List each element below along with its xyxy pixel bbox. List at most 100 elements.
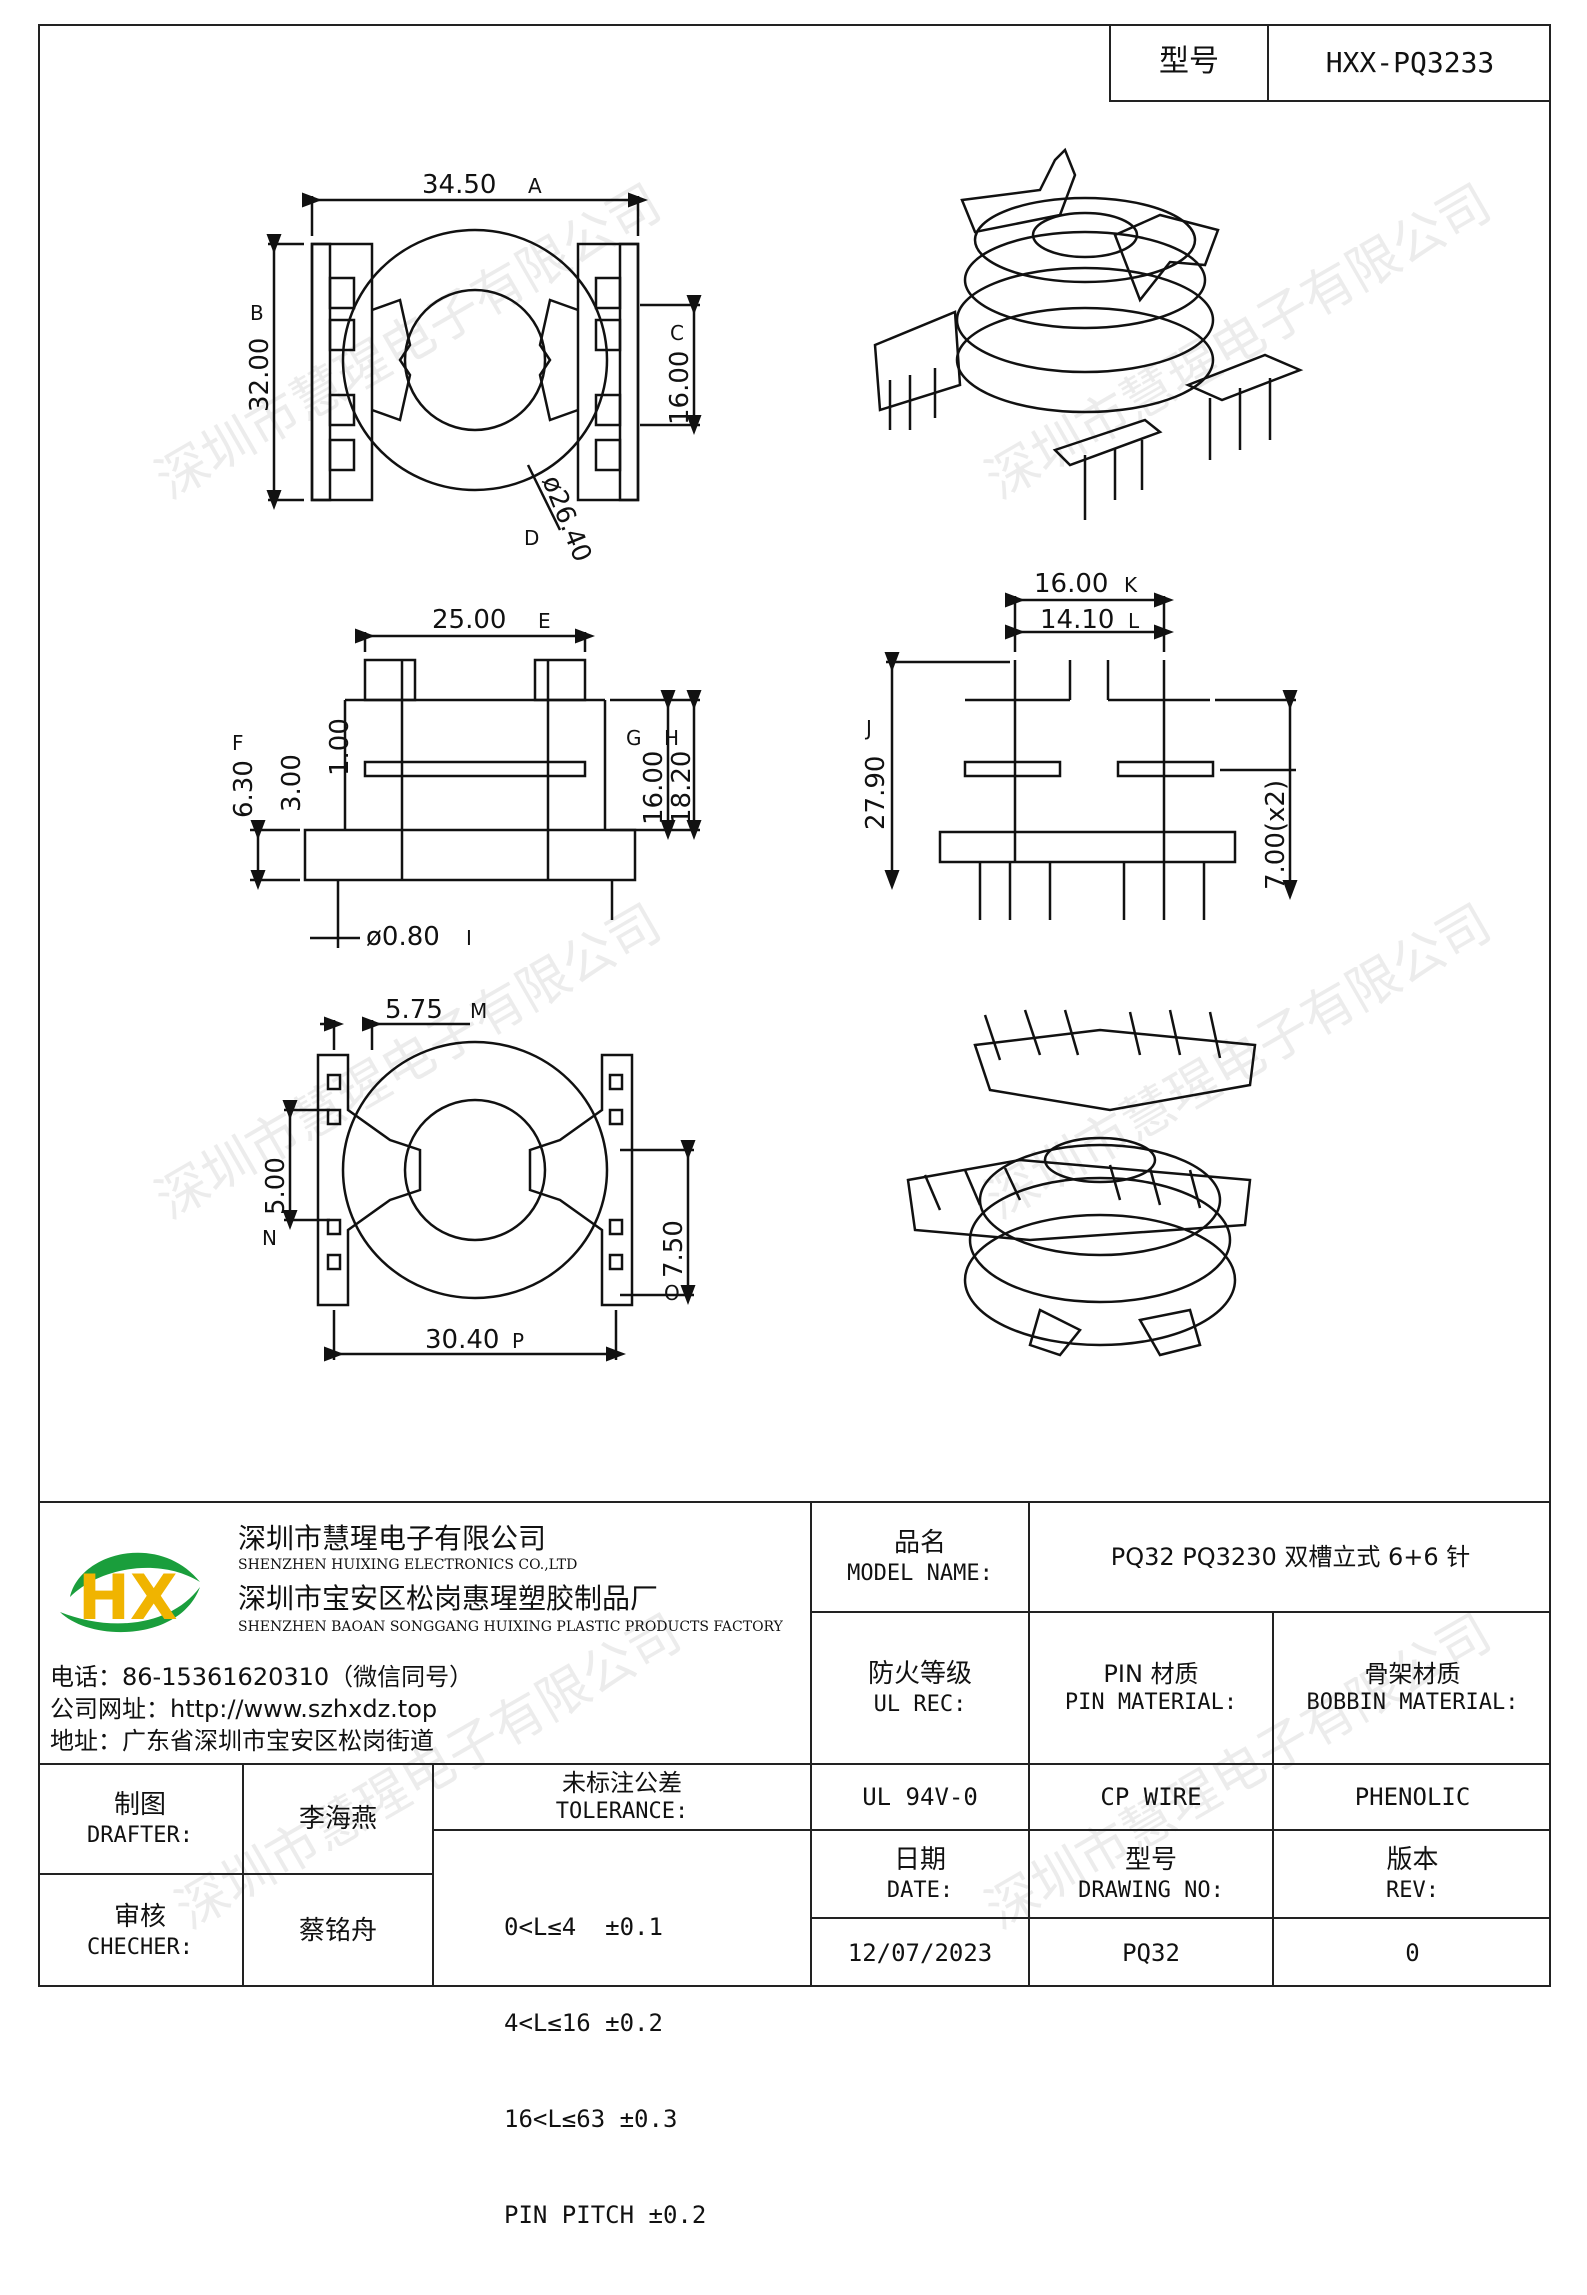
dim-center-tag: C [670,321,684,345]
page-border [38,24,1551,1987]
tolerance-label-cn: 未标注公差 [562,1769,682,1798]
logo-text: HX [78,1561,178,1634]
dim-side-inner: 14.10 [1040,605,1114,635]
dim-front-flange: 1.00 [325,718,355,776]
checker-label: 审核 CHECHER: [38,1875,242,1987]
row-divider [38,1873,432,1875]
factory-name-cn: 深圳市宝安区松岗惠瑆塑胶制品厂 [238,1582,659,1615]
isometric-view-top [873,147,1304,520]
dim-front-total-tag: H [664,726,679,750]
rev-value: 0 [1272,1919,1551,1987]
dim-front-body: 16.00 [639,751,669,825]
dim-side-outer-tag: K [1124,573,1138,597]
type-box: 型号 HXX-PQ3233 [1109,24,1551,102]
dim-front-pin: ø0.80 [366,922,440,952]
model-label-cn: 品名 [893,1528,946,1558]
drafter-label-en: DRAFTER: [87,1822,193,1848]
dim-height-tag: B [250,301,264,325]
title-block: HX 深圳市慧瑆电子有限公司 SHENZHEN HUIXING ELECTRON… [38,1501,1551,2229]
dim-front-overall-tag: F [232,731,244,755]
tolerance-line: 16<L≤63 ±0.3 [504,2105,678,2133]
ul-value: UL 94V-0 [810,1765,1028,1829]
tolerance-line: PIN PITCH ±0.2 [504,2201,707,2229]
dim-front-inner: 3.00 [277,754,307,812]
tolerance-list: 0<L≤4 ±0.1 4<L≤16 ±0.2 16<L≤63 ±0.3 PIN … [432,1831,810,2229]
bobbin-material-value: PHENOLIC [1272,1765,1551,1829]
date-label: 日期 DATE: [810,1831,1028,1917]
drafter-label: 制图 DRAFTER: [38,1765,242,1873]
dim-front-pin-tag: I [466,926,472,950]
dim-width-tag: A [528,174,542,198]
rev-label: 版本 REV: [1272,1831,1551,1917]
ul-label: 防火等级 UL REC: [810,1611,1028,1763]
drawing-no-value: PQ32 [1028,1919,1272,1987]
row-divider [38,1763,1551,1765]
date-label-cn: 日期 [893,1845,946,1875]
drafter-label-cn: 制图 [113,1790,166,1820]
contact-website: 公司网址：http://www.szhxdz.top [50,1695,438,1723]
ul-label-cn: 防火等级 [867,1659,972,1689]
dim-side-height: 27.90 [861,756,891,830]
company-name-cn: 深圳市慧瑆电子有限公司 [238,1522,547,1555]
rev-label-en: REV: [1386,1877,1439,1903]
checker-label-cn: 审核 [113,1902,166,1932]
dim-center-value: 16.00 [665,351,695,425]
tolerance-line: 4<L≤16 ±0.2 [504,2009,663,2037]
dim-side-height-tag: J [864,716,872,740]
ul-label-en: UL REC: [873,1691,967,1717]
drawing-no-label-cn: 型号 [1124,1845,1177,1875]
dim-front-width-tag: E [538,609,551,633]
drafter-name: 李海燕 [242,1765,432,1873]
type-label: 型号 [1111,24,1269,100]
checker-name: 蔡铭舟 [242,1875,432,1987]
drawing-no-label: 型号 DRAWING NO: [1028,1831,1272,1917]
dim-bottom-span: 30.40 [425,1325,499,1355]
dim-side-pitch: 7.00(x2) [1261,780,1291,890]
dim-bottom-span-tag: P [512,1329,524,1353]
tolerance-line: 0<L≤4 ±0.1 [504,1913,663,1941]
factory-name-en: SHENZHEN BAOAN SONGGANG HUIXING PLASTIC … [238,1619,783,1635]
dim-bottom-center-tag: O [664,1281,680,1305]
rev-label-cn: 版本 [1386,1845,1439,1875]
contact-address: 地址：广东省深圳市宝安区松岗街道 [50,1727,434,1755]
checker-label-en: CHECHER: [87,1934,193,1960]
dim-front-overall: 6.30 [229,760,259,818]
model-label: 品名 MODEL NAME: [810,1503,1028,1611]
dim-bottom-row-tag: N [262,1226,277,1250]
pin-material-label: PIN 材质 PIN MATERIAL: [1028,1611,1272,1763]
isometric-view-bottom [906,1009,1257,1357]
dim-side-outer: 16.00 [1034,569,1108,599]
dim-bottom-row: 5.00 [261,1157,291,1215]
dim-front-body-tag: G [626,726,642,750]
type-value: HXX-PQ3233 [1325,45,1495,79]
row-divider [432,1829,1551,1831]
dim-width-value: 34.50 [422,170,496,200]
side-view [884,592,1298,920]
dim-bottom-center: 7.50 [659,1220,689,1278]
tolerance-label: 未标注公差 TOLERANCE: [432,1765,810,1829]
date-value: 12/07/2023 [810,1919,1028,1987]
bobbin-material-label-cn: 骨架材质 [1364,1660,1461,1689]
dim-bottom-pitch-tag: M [470,999,487,1023]
model-label-en: MODEL NAME: [847,1560,993,1586]
dim-front-total: 18.20 [667,751,697,825]
front-view [250,628,702,948]
dim-diameter-value: ø26.40 [536,471,598,566]
pin-material-label-en: PIN MATERIAL: [1064,1690,1238,1716]
row-divider [810,1917,1551,1919]
dim-front-width: 25.00 [432,605,506,635]
bobbin-material-label-en: BOBBIN MATERIAL: [1306,1690,1519,1716]
pin-material-label-cn: PIN 材质 [1103,1660,1199,1689]
model-value: PQ32 PQ3230 双槽立式 6+6 针 [1028,1503,1551,1611]
dim-diameter-tag: D [524,526,539,550]
drawing-no-label-en: DRAWING NO: [1078,1877,1224,1903]
technical-drawing: 34.50 A 32.00 B 16.00 C ø26.40 D 25.00 E… [229,147,1304,1362]
tolerance-label-en: TOLERANCE: [555,1799,689,1825]
date-label-en: DATE: [886,1877,954,1903]
top-view [266,192,702,531]
dim-bottom-pitch: 5.75 [385,995,443,1025]
pin-material-value: CP WIRE [1028,1765,1272,1829]
bottom-view [282,1016,696,1362]
company-name-en: SHENZHEN HUIXING ELECTRONICS CO.,LTD [238,1557,578,1573]
dim-height-value: 32.00 [245,338,275,412]
